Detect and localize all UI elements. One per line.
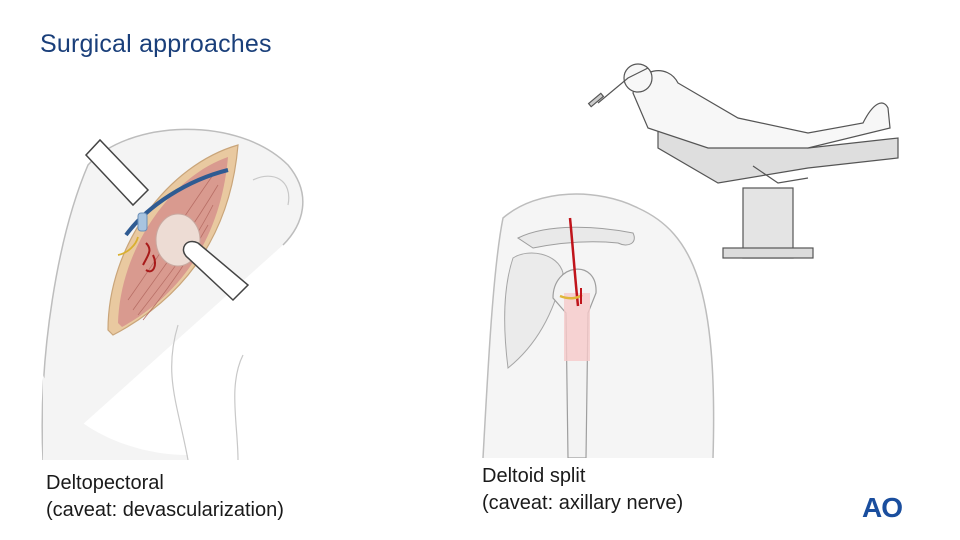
nerve	[117, 236, 139, 256]
cephalic-vein	[124, 168, 229, 237]
deltopectoral-approach-illustration	[41, 128, 304, 460]
deltoid-split-approach-illustration	[482, 63, 899, 458]
retractor-bottom	[182, 240, 250, 302]
caption-right-line2: (caveat: axillary nerve)	[482, 492, 684, 514]
caption-left-line1: Deltopectoral	[46, 472, 164, 494]
caption-deltoid-split: Deltoid split (caveat: axillary nerve)	[482, 463, 683, 517]
caption-right-line1: Deltoid split	[482, 465, 586, 487]
retractor-top	[84, 138, 150, 207]
caption-deltopectoral: Deltopectoral (caveat: devascularization…	[46, 470, 284, 524]
caption-left-line2: (caveat: devascularization)	[46, 499, 284, 521]
shoulder-outline	[41, 128, 304, 460]
ao-logo: AO	[862, 492, 903, 523]
slide-title: Surgical approaches	[40, 30, 272, 58]
beach-chair-positioning	[587, 63, 899, 259]
